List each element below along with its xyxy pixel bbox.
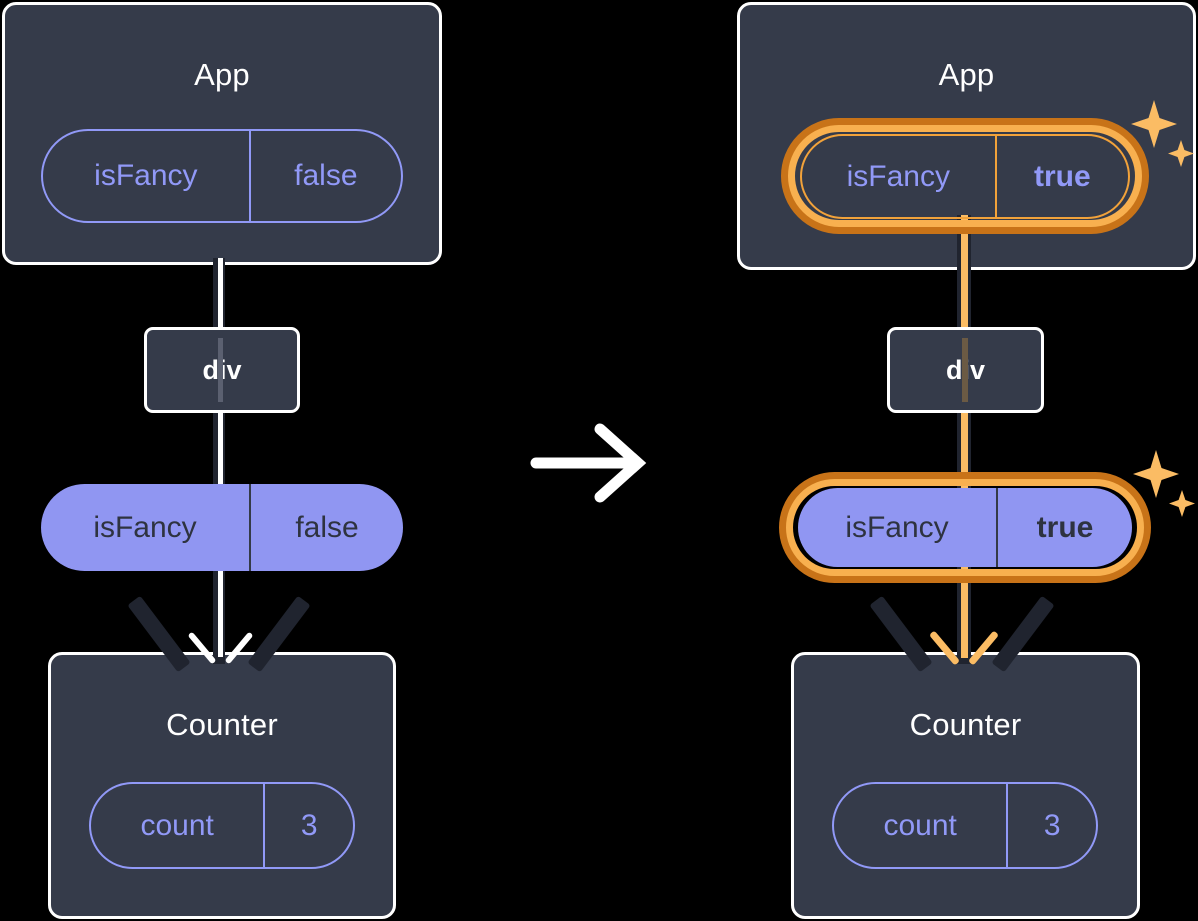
prop-key: isFancy bbox=[93, 510, 197, 544]
state-key: isFancy bbox=[94, 159, 198, 192]
counter-card-title-after: Counter bbox=[909, 707, 1022, 742]
prop-value-after: true bbox=[996, 488, 1132, 567]
counter-state-key: count bbox=[140, 808, 214, 842]
prop-sparkle-icon bbox=[1133, 450, 1195, 517]
connector-div-to-prop-after bbox=[961, 410, 968, 500]
app-state-pill-after: isFancy true bbox=[800, 134, 1130, 219]
prop-key-after: isFancy bbox=[845, 510, 949, 544]
counter-state-pill-after: count 3 bbox=[832, 782, 1098, 869]
app-state-pill-before: isFancy false bbox=[41, 129, 403, 223]
prop-pill-before: isFancy false bbox=[41, 484, 403, 571]
host-div-inner-tick bbox=[218, 338, 223, 402]
connector-app-to-div bbox=[218, 258, 223, 330]
prop-value: false bbox=[249, 484, 403, 571]
prop-pill-after: isFancy true bbox=[798, 488, 1132, 567]
state-value-after: true bbox=[994, 136, 1128, 217]
app-card-title: App bbox=[194, 57, 250, 92]
counter-state-value-after: 3 bbox=[1006, 784, 1096, 867]
connector-app-to-div-after bbox=[961, 215, 968, 333]
app-state-sparkle-icon bbox=[1131, 100, 1194, 167]
connector-prop-to-counter-after bbox=[961, 552, 968, 658]
state-key-after: isFancy bbox=[846, 159, 950, 193]
counter-card-title: Counter bbox=[166, 707, 278, 742]
app-card-title-after: App bbox=[938, 57, 995, 92]
transition-arrow-icon bbox=[530, 423, 647, 503]
state-value: false bbox=[248, 131, 401, 221]
connector-prop-to-counter bbox=[218, 552, 223, 657]
counter-state-pill-before: count 3 bbox=[89, 782, 355, 869]
host-div-inner-tick-after bbox=[962, 338, 968, 402]
counter-state-value: 3 bbox=[263, 784, 353, 867]
counter-state-key-after: count bbox=[883, 808, 957, 842]
connector-div-to-prop bbox=[218, 410, 223, 500]
